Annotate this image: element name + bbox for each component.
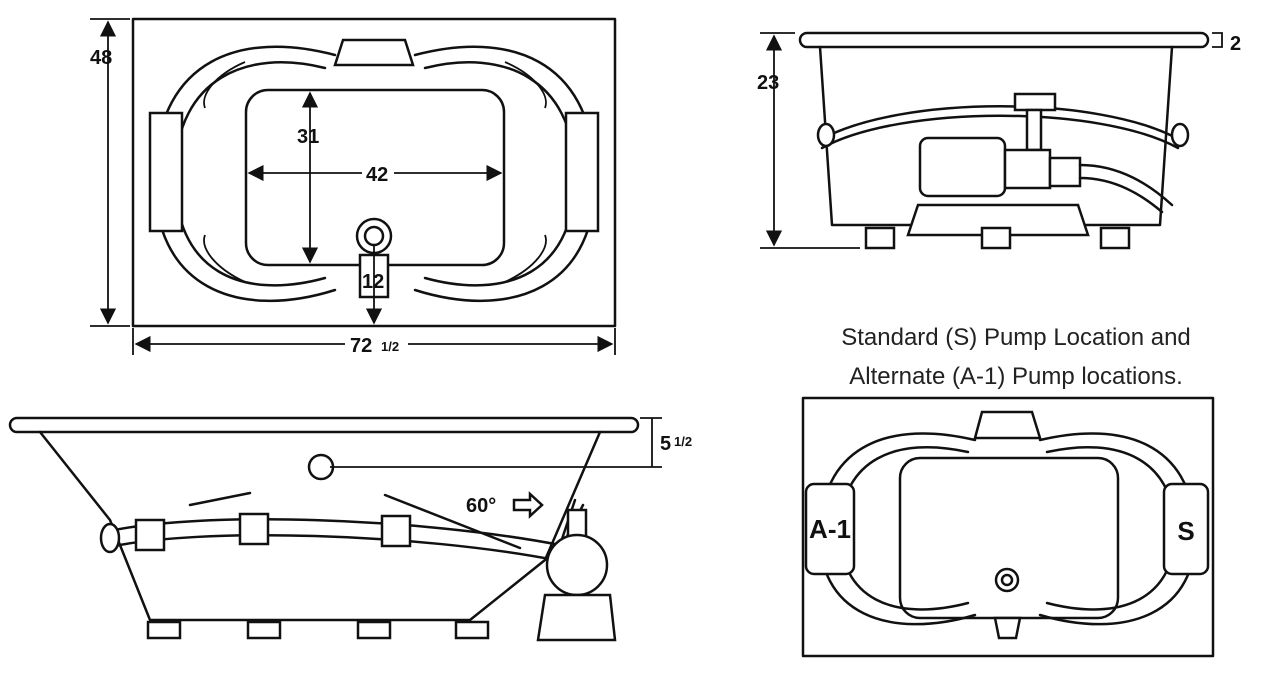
pump-tub-outline xyxy=(801,396,1215,658)
pump-caption-line2: Alternate (A-1) Pump locations. xyxy=(849,363,1182,390)
end-body xyxy=(818,45,1174,227)
left-armrest-curve-low xyxy=(203,234,246,283)
end-tee xyxy=(1013,92,1057,112)
pump-drain-body xyxy=(993,616,1022,640)
side-jet-2 xyxy=(238,512,270,546)
pump-drain-inner xyxy=(1000,573,1014,587)
end-pipe-top xyxy=(818,105,1182,142)
end-dim-rim-bracket xyxy=(1212,32,1223,48)
end-dim-rim-label: 2 xyxy=(1230,33,1241,55)
tub-outline-top xyxy=(131,17,617,328)
headrest xyxy=(333,38,415,67)
drain-inner xyxy=(363,225,385,247)
dim-length-fraction: 1/2 xyxy=(381,339,399,354)
side-floor-curve-left xyxy=(188,491,252,507)
side-angle-arrow-icon xyxy=(512,491,544,519)
side-foot-4 xyxy=(454,620,490,640)
pump-location-a1 xyxy=(804,482,856,576)
side-pipe-bottom xyxy=(103,503,585,562)
side-floor-curve-right xyxy=(383,493,522,550)
end-pump-base xyxy=(906,203,1090,237)
end-pump-motor xyxy=(918,136,1007,198)
dim-drain-label: 12 xyxy=(362,271,384,293)
end-view: 23 2 xyxy=(757,31,1241,250)
side-jet-3 xyxy=(380,514,412,548)
end-tee-stem xyxy=(1025,108,1043,152)
dim-length-label: 72 xyxy=(350,335,372,357)
right-armrest-curve-low xyxy=(504,234,547,283)
side-pump-base xyxy=(536,593,617,642)
end-pump-nozzle xyxy=(1048,156,1082,188)
end-pump-housing xyxy=(1003,148,1052,190)
end-left-fitting xyxy=(816,122,836,148)
side-foot-2 xyxy=(246,620,282,640)
left-pad xyxy=(148,111,184,233)
right-armrest-curve xyxy=(504,61,547,109)
end-rim xyxy=(798,31,1210,49)
pump-right-lobe-inner xyxy=(1045,445,1177,611)
side-body xyxy=(38,430,602,622)
end-foot-2 xyxy=(980,226,1012,250)
pump-location-view: Standard (S) Pump Location and Alternate… xyxy=(801,324,1215,658)
right-pad xyxy=(564,111,600,233)
side-angle-label: 60° xyxy=(466,495,496,517)
left-armrest-curve xyxy=(203,61,246,109)
dim-inner-depth-label: 31 xyxy=(297,126,319,148)
side-view: 5 1/2 60° xyxy=(8,416,692,642)
end-dim-height-label: 23 xyxy=(757,72,779,94)
side-foot-1 xyxy=(146,620,182,640)
pump-location-s xyxy=(1162,482,1210,576)
pump-footwell xyxy=(898,456,1120,620)
side-rim xyxy=(8,416,640,434)
end-right-fitting xyxy=(1170,122,1190,148)
end-foot-3 xyxy=(1099,226,1131,250)
side-drain xyxy=(307,453,335,481)
side-foot-3 xyxy=(356,620,392,640)
end-pipe-bottom xyxy=(820,114,1180,150)
pump-label-s: S xyxy=(1177,516,1194,546)
dim-width-label: 48 xyxy=(90,47,112,69)
pump-left-lobe-inner xyxy=(838,445,970,611)
pump-headrest xyxy=(973,410,1042,440)
dim-inner-width-label: 42 xyxy=(366,164,388,186)
end-hose xyxy=(1078,163,1174,207)
side-jet-1 xyxy=(134,518,166,552)
pump-label-a1: A-1 xyxy=(809,514,851,544)
side-pipe-end xyxy=(99,522,121,554)
side-pump-motor xyxy=(545,533,609,597)
end-hose-inner xyxy=(1078,176,1164,214)
end-foot-1 xyxy=(864,226,896,250)
top-view: 48 72 1/2 31 42 12 xyxy=(90,17,617,357)
side-dim-rim-label: 5 xyxy=(660,433,671,455)
pump-caption-line1: Standard (S) Pump Location and xyxy=(841,324,1191,351)
side-dim-rim-fraction: 1/2 xyxy=(674,434,692,449)
